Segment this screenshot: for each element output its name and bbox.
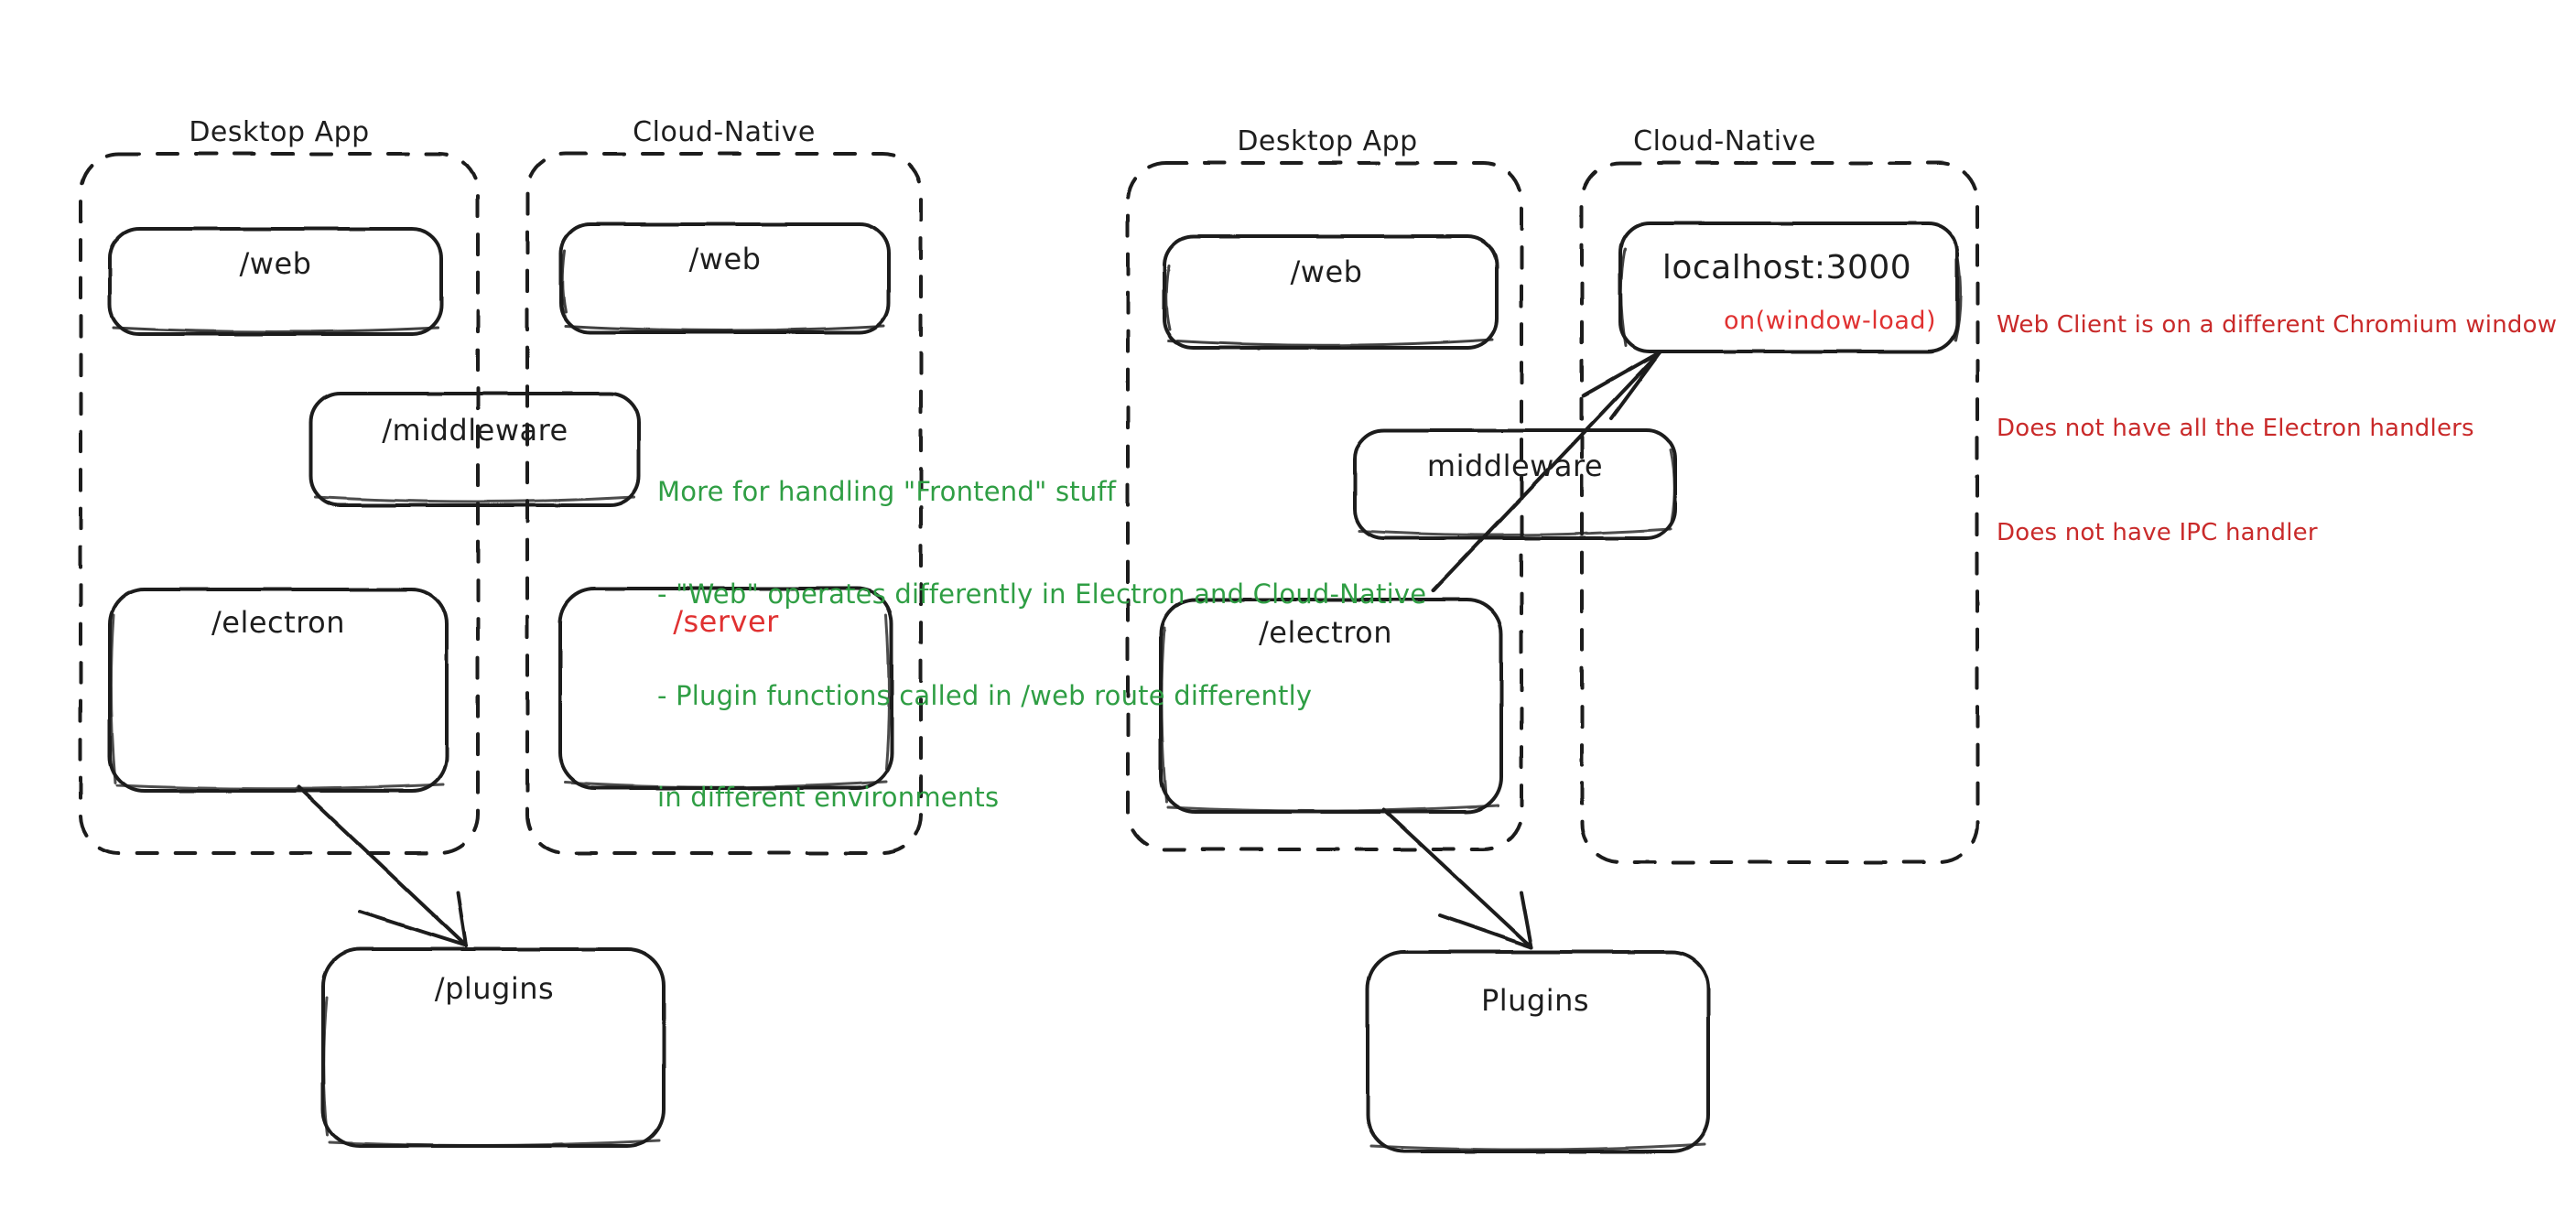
left-electron-box: [108, 588, 449, 793]
right-electron-to-localhost-arrow: [1432, 351, 1661, 592]
red-note-line-1: Web Client is on a different Chromium wi…: [1997, 311, 2558, 340]
left-middleware-box: [309, 392, 641, 507]
right-localhost-box: [1618, 222, 1963, 353]
right-middleware-box: [1353, 428, 1677, 540]
green-note-line-3: - Plugin functions called in /web route …: [657, 679, 1313, 711]
left-server-box: [558, 587, 893, 790]
left-electron-label: /electron: [211, 605, 345, 640]
green-note-line-4: in different environments: [657, 782, 1000, 814]
red-note-line-3: Does not have IPC handler: [1997, 518, 2318, 546]
left-middleware-label: /middleware: [382, 413, 568, 448]
left-server-label: /server: [673, 604, 779, 639]
green-note-line-1: More for handling "Frontend" stuff: [657, 476, 1117, 508]
left-desktop-app-title: Desktop App: [189, 116, 370, 148]
right-cloud-native-container: [1580, 161, 1979, 864]
right-desktop-web-box: [1163, 234, 1499, 350]
left-cloud-web-label: /web: [688, 242, 762, 276]
right-desktop-web-label: /web: [1290, 254, 1363, 289]
left-desktop-web-box: [108, 227, 443, 336]
right-cloud-native-title: Cloud-Native: [1633, 125, 1816, 157]
right-desktop-app-title: Desktop App: [1237, 125, 1418, 157]
left-desktop-web-label: /web: [239, 246, 312, 281]
left-plugins-box: [321, 947, 666, 1148]
right-electron-to-plugins-arrow: [1382, 808, 1533, 949]
right-electron-label: /electron: [1259, 615, 1392, 650]
green-note-line-2: - "Web" operates differently in Electron…: [657, 578, 1427, 610]
right-plugins-label: Plugins: [1480, 983, 1590, 1018]
right-localhost-sublabel: on(window-load): [1723, 307, 1937, 335]
red-note-line-2: Does not have all the Electron handlers: [1997, 415, 2474, 443]
right-middleware-label: middleware: [1426, 448, 1604, 483]
left-cloud-web-box: [559, 222, 891, 334]
right-plugins-box: [1366, 950, 1710, 1153]
left-cloud-native-title: Cloud-Native: [633, 116, 816, 148]
right-desktop-app-container: [1126, 161, 1523, 851]
right-electron-box: [1159, 598, 1503, 814]
red-note: Web Client is on a different Chromium wi…: [1997, 240, 2557, 620]
green-note: More for handling "Frontend" stuff - "We…: [657, 407, 1426, 883]
left-electron-to-plugins-arrow: [297, 785, 468, 947]
right-localhost-label: localhost:3000: [1661, 249, 1912, 286]
left-plugins-label: /plugins: [434, 971, 555, 1006]
